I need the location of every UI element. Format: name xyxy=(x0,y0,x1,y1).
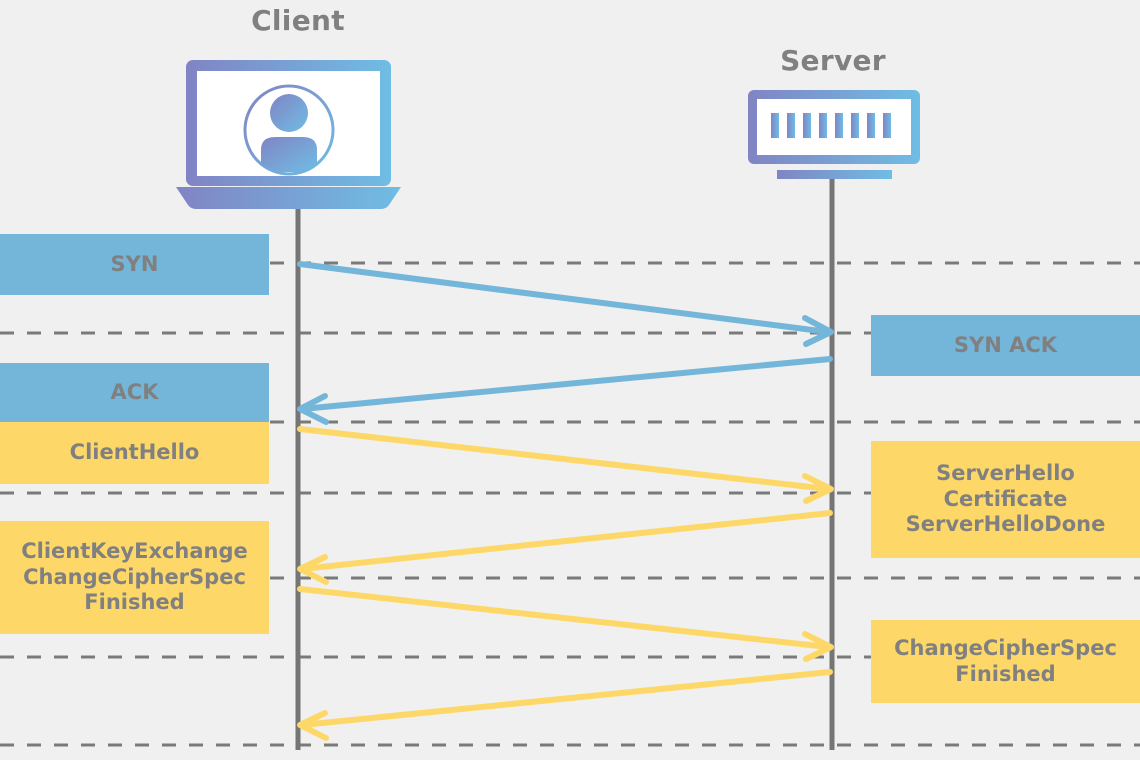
message-line: Finished xyxy=(84,590,185,615)
avatar-circle xyxy=(243,84,335,176)
arrowhead xyxy=(297,554,329,585)
server-bars xyxy=(771,113,891,138)
message-line: Finished xyxy=(955,661,1056,686)
message-box-syn-ack[interactable]: SYN ACK xyxy=(871,315,1140,376)
arrow-server-change-cipher-spec xyxy=(297,669,833,741)
laptop-user-icon xyxy=(176,60,401,209)
avatar-body xyxy=(261,137,317,172)
arrowhead xyxy=(297,393,329,425)
arrowhead xyxy=(297,710,329,741)
server-title: Server xyxy=(780,44,886,77)
message-box-server-hello[interactable]: ServerHello Certificate ServerHelloDone xyxy=(871,441,1140,558)
message-box-ack[interactable]: ACK xyxy=(0,363,269,422)
laptop-base xyxy=(176,187,401,209)
message-box-client-key-exchange[interactable]: ClientKeyExchange ChangeCipherSpec Finis… xyxy=(0,521,269,634)
message-line: ChangeCipherSpec xyxy=(23,564,246,589)
arrowhead xyxy=(802,631,834,662)
arrow-server-hello xyxy=(297,510,833,585)
message-box-syn[interactable]: SYN xyxy=(0,234,269,295)
arrow-syn xyxy=(297,261,834,347)
message-line: ServerHello xyxy=(936,461,1075,486)
server-stand-bar xyxy=(777,170,892,179)
arrow-client-hello xyxy=(297,426,834,504)
message-line: ServerHelloDone xyxy=(905,512,1106,537)
client-title: Client xyxy=(251,4,345,37)
arrow-client-key-exchange xyxy=(297,586,834,662)
message-line: ChangeCipherSpec xyxy=(894,635,1117,660)
message-line: Certificate xyxy=(943,486,1068,511)
avatar-head xyxy=(270,94,308,132)
arrowhead xyxy=(802,315,834,347)
arrowhead xyxy=(802,473,834,504)
arrow-syn-ack xyxy=(297,356,833,425)
server-rack-icon xyxy=(748,90,920,179)
message-line: ClientKeyExchange xyxy=(21,539,248,564)
message-box-server-change-cipher-spec[interactable]: ChangeCipherSpec Finished xyxy=(871,620,1140,703)
message-box-client-hello[interactable]: ClientHello xyxy=(0,422,269,484)
